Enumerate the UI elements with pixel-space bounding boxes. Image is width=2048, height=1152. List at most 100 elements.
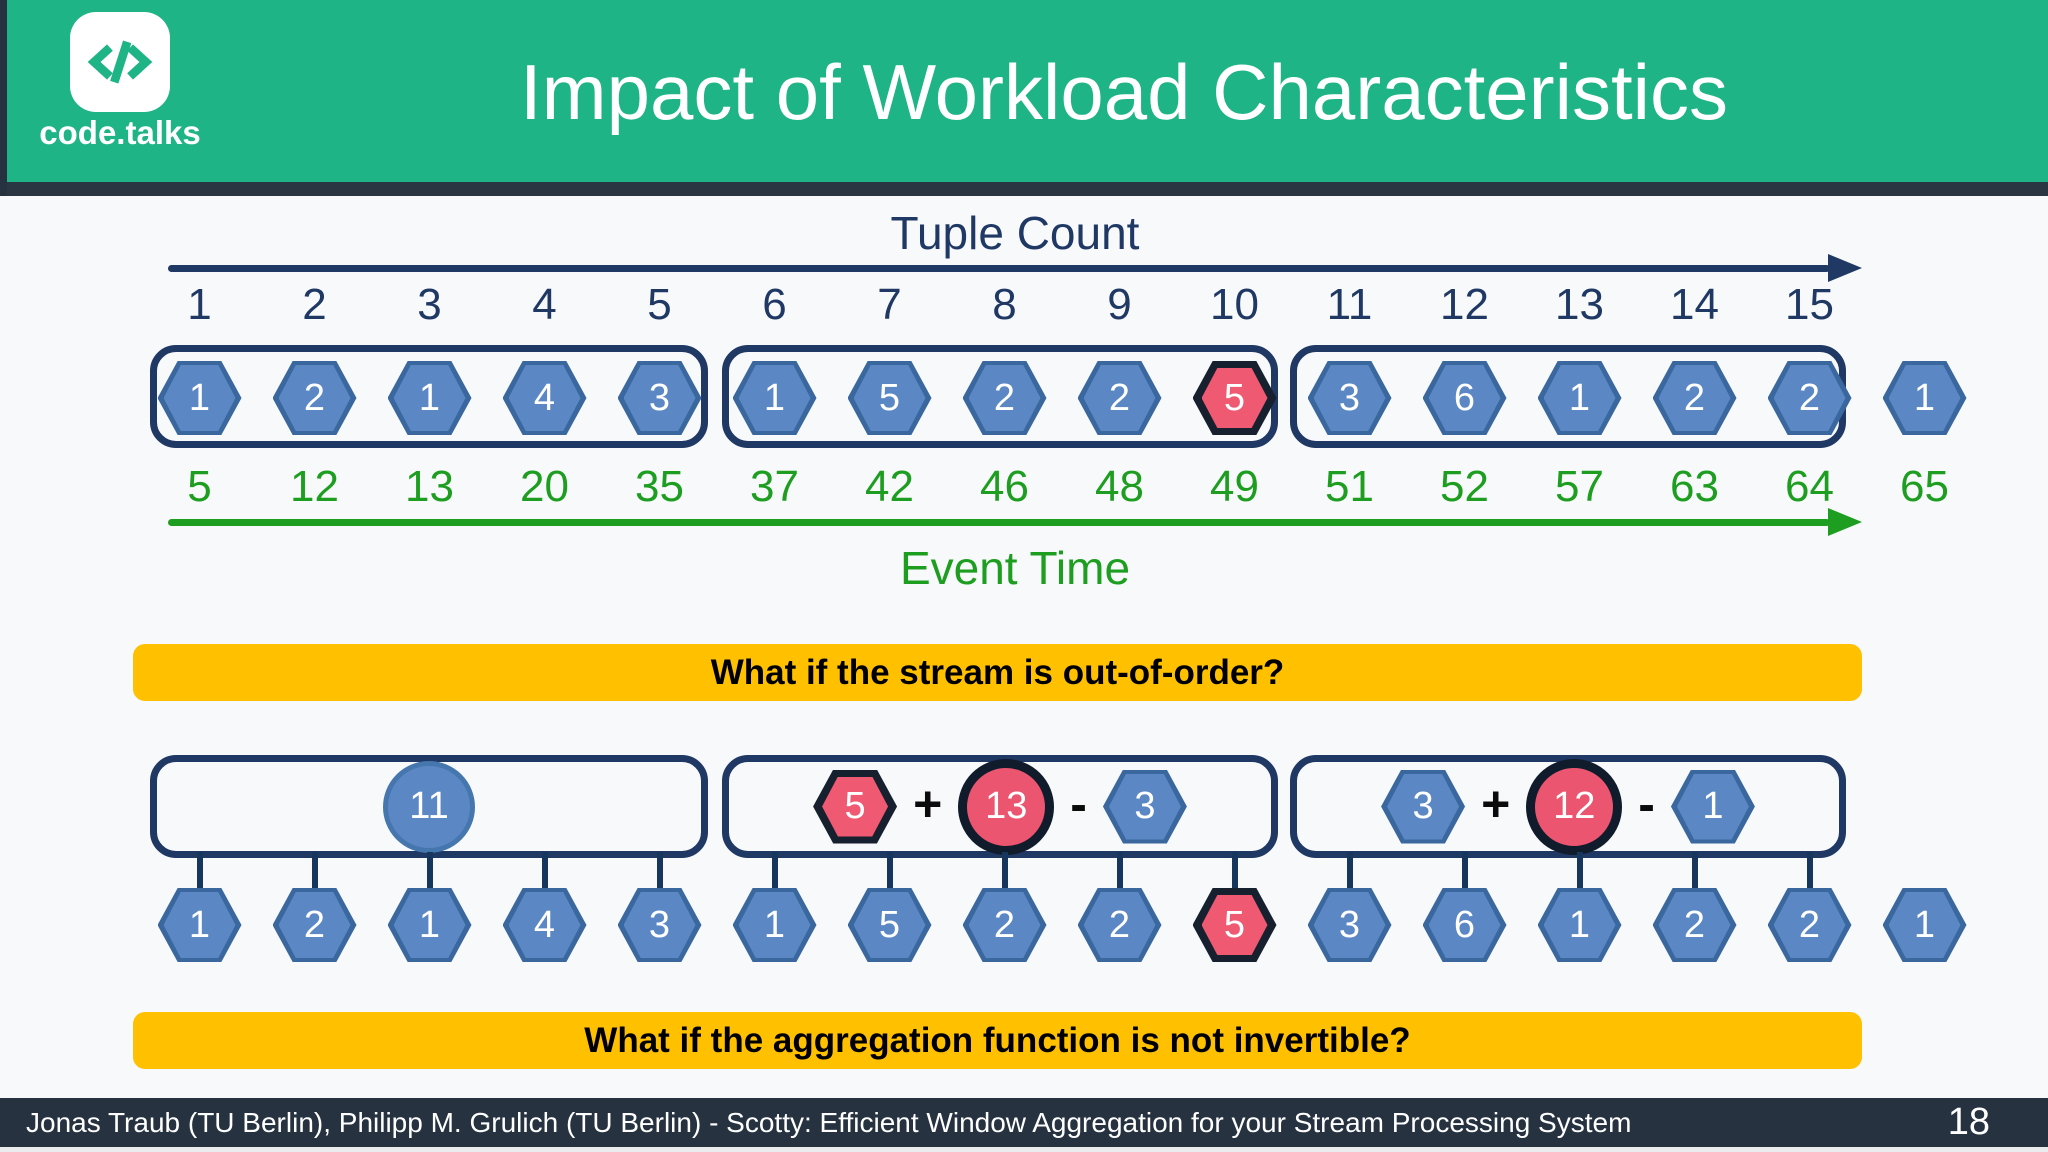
connector-line xyxy=(1692,852,1698,890)
tuple-tick: 14 xyxy=(1670,280,1719,329)
connector-line xyxy=(1807,852,1813,890)
event-tick: 57 xyxy=(1555,462,1604,511)
stream-hexagon: 1 xyxy=(387,888,472,962)
event-tick: 37 xyxy=(750,462,799,511)
event-tick: 35 xyxy=(635,462,684,511)
tuple-count-arrow xyxy=(168,254,1862,282)
connector-line xyxy=(772,852,778,890)
event-tick: 63 xyxy=(1670,462,1719,511)
connector-line xyxy=(657,852,663,890)
codetalks-logo xyxy=(70,12,170,112)
stream-hexagon-out-of-order: 5 xyxy=(1192,361,1277,435)
stream-hexagon: 1 xyxy=(732,361,817,435)
connector-line xyxy=(1462,852,1468,890)
left-edge-strip xyxy=(0,0,7,196)
event-tick: 13 xyxy=(405,462,454,511)
event-time-arrow xyxy=(168,508,1862,536)
aggregate-circle: 11 xyxy=(383,760,475,853)
stream-hexagon: 1 xyxy=(1537,361,1622,435)
tuple-tick: 7 xyxy=(877,280,902,329)
connector-line xyxy=(1347,852,1353,890)
connector-line xyxy=(1232,852,1238,890)
stream-hexagon: 1 xyxy=(157,361,242,435)
stream-hexagon: 6 xyxy=(1422,361,1507,435)
agg-window-3: 3 + 12 - 1 xyxy=(1290,755,1846,858)
stream-hexagon: 1 xyxy=(732,888,817,962)
stream-hexagon: 4 xyxy=(502,361,587,435)
inserted-hexagon: 5 xyxy=(813,769,898,844)
tuple-tick: 10 xyxy=(1210,280,1259,329)
question-banner-not-invertible: What if the aggregation function is not … xyxy=(133,1012,1862,1069)
stream-hexagon: 3 xyxy=(617,888,702,962)
tuple-tick: 2 xyxy=(302,280,327,329)
aggregate-circle: 12 xyxy=(1526,758,1623,855)
tuple-tick: 4 xyxy=(532,280,557,329)
banner-text: What if the stream is out-of-order? xyxy=(710,652,1285,692)
bottom-strip xyxy=(0,1147,2048,1152)
tuple-tick: 13 xyxy=(1555,280,1604,329)
event-tick: 52 xyxy=(1440,462,1489,511)
event-tick: 64 xyxy=(1785,462,1834,511)
event-tick: 49 xyxy=(1210,462,1259,511)
tuple-tick: 3 xyxy=(417,280,442,329)
question-banner-out-of-order: What if the stream is out-of-order? xyxy=(133,644,1862,701)
stream-hexagon: 3 xyxy=(1307,361,1392,435)
connector-line xyxy=(542,852,548,890)
stream-hexagon: 5 xyxy=(847,888,932,962)
header-bar: code.talks Impact of Workload Characteri… xyxy=(0,0,2048,182)
agg-window-2: 5 + 13 - 3 xyxy=(722,755,1278,858)
connector-line xyxy=(427,852,433,890)
stream-hexagon: 3 xyxy=(1307,888,1392,962)
evicted-hexagon: 3 xyxy=(1102,769,1187,844)
event-tick: 46 xyxy=(980,462,1029,511)
connector-line xyxy=(1577,852,1583,890)
agg-window-1: 11 xyxy=(150,755,708,858)
tuple-count-label: Tuple Count xyxy=(890,207,1140,259)
stream-hexagon: 2 xyxy=(272,888,357,962)
tuple-tick: 8 xyxy=(992,280,1017,329)
connector-line xyxy=(1002,852,1008,890)
tuple-tick: 9 xyxy=(1107,280,1132,329)
stream-row-top: 1 2 1 4 3 1 5 2 2 5 3 6 1 2 2 1 xyxy=(142,361,1982,435)
page-number: 18 xyxy=(1947,1101,1990,1143)
stream-hexagon: 3 xyxy=(617,361,702,435)
stream-hexagon: 2 xyxy=(1767,361,1852,435)
stream-hexagon: 2 xyxy=(1652,888,1737,962)
evicted-hexagon: 1 xyxy=(1670,769,1755,844)
tuple-count-ticks: 1 2 3 4 5 6 7 8 9 10 11 12 13 14 15 xyxy=(142,280,1982,330)
arrow-head-icon xyxy=(1828,508,1862,536)
inserted-hexagon: 3 xyxy=(1381,769,1466,844)
stream-hexagon: 1 xyxy=(1537,888,1622,962)
event-tick: 42 xyxy=(865,462,914,511)
tuple-tick: 6 xyxy=(762,280,787,329)
plus-operator: + xyxy=(913,775,943,832)
tuple-tick: 11 xyxy=(1326,280,1373,329)
stream-hexagon: 2 xyxy=(1767,888,1852,962)
tuple-tick: 1 xyxy=(187,280,212,329)
aggregate-circle: 13 xyxy=(958,758,1055,855)
minus-operator: - xyxy=(1638,775,1655,832)
event-time-ticks: 5 12 13 20 35 37 42 46 48 49 51 52 57 63… xyxy=(142,462,1982,512)
stream-hexagon: 2 xyxy=(1652,361,1737,435)
event-tick: 5 xyxy=(187,462,212,511)
footer-credits: Jonas Traub (TU Berlin), Philipp M. Grul… xyxy=(26,1106,1632,1138)
event-tick: 20 xyxy=(520,462,569,511)
stream-hexagon: 1 xyxy=(387,361,472,435)
stream-hexagon: 2 xyxy=(272,361,357,435)
connector-line xyxy=(312,852,318,890)
minus-operator: - xyxy=(1070,775,1087,832)
banner-text: What if the aggregation function is not … xyxy=(584,1020,1411,1060)
arrow-shaft xyxy=(168,519,1830,526)
connector-line xyxy=(1117,852,1123,890)
stream-hexagon: 2 xyxy=(962,888,1047,962)
stream-hexagon: 4 xyxy=(502,888,587,962)
tuple-tick: 5 xyxy=(647,280,672,329)
stream-hexagon: 1 xyxy=(157,888,242,962)
stream-hexagon: 2 xyxy=(1077,888,1162,962)
stream-hexagon-out-of-order: 5 xyxy=(1192,888,1277,962)
stream-hexagon: 6 xyxy=(1422,888,1507,962)
arrow-head-icon xyxy=(1828,254,1862,282)
stream-hexagon: 1 xyxy=(1882,361,1967,435)
connector-line xyxy=(887,852,893,890)
